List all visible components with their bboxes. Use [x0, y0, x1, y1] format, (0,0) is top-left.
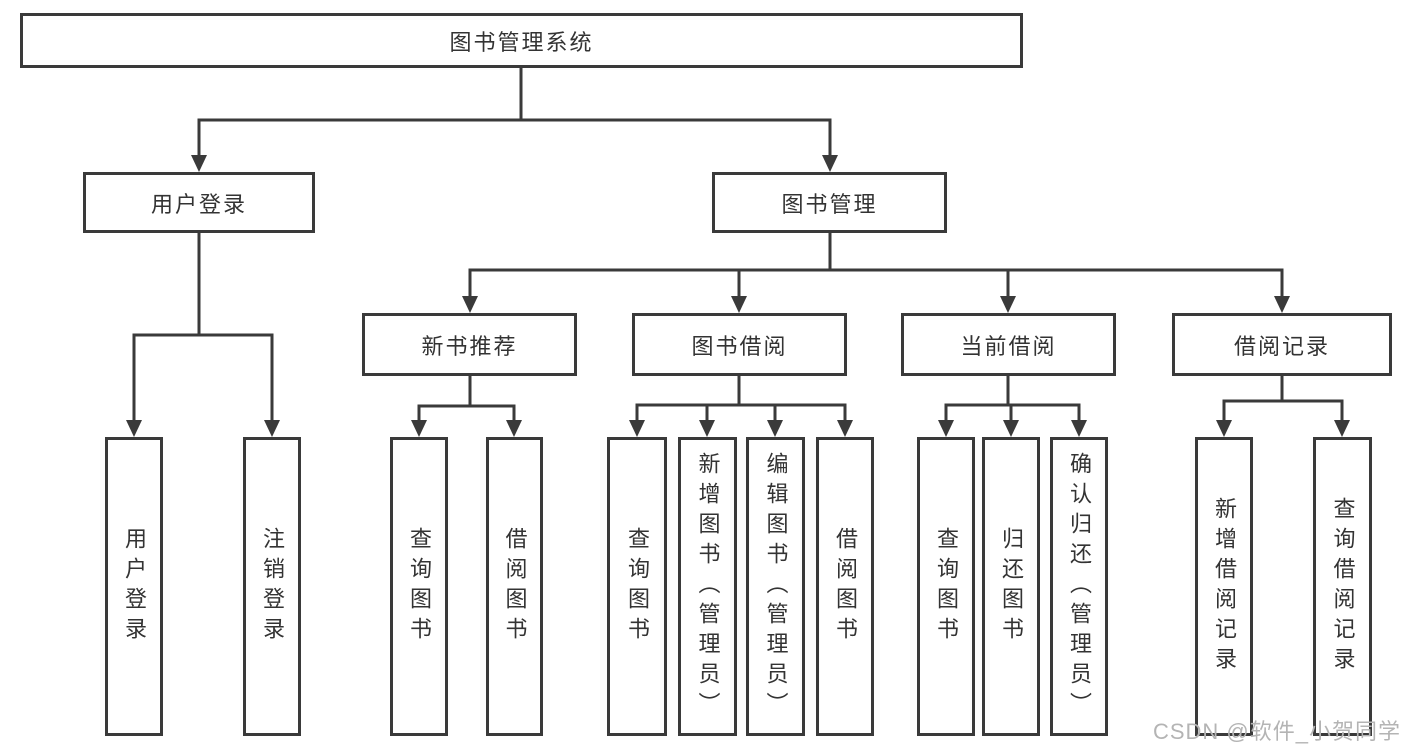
node-new-book-recommend: 新书推荐	[362, 313, 577, 376]
arrow-to-leaf-query-books-recommend	[411, 406, 427, 437]
leaf-return-books-label: 归还图书	[999, 526, 1024, 647]
leaf-query-books-borrow: 查询图书	[607, 437, 667, 736]
node-root-system-label: 图书管理系统	[449, 29, 594, 55]
leaf-confirm-return-admin: 确认归还（管理员）	[1050, 437, 1108, 736]
leaf-confirm-return-admin-label: 确认归还（管理员）	[1067, 451, 1092, 722]
arrow-to-leaf-add-books	[699, 405, 715, 437]
leaf-query-books-recommend: 查询图书	[390, 437, 448, 736]
leaf-user-login: 用户登录	[105, 437, 163, 736]
arrow-to-leaf-query-record	[1334, 401, 1350, 437]
node-current-borrow-label: 当前借阅	[960, 333, 1057, 359]
leaf-add-borrow-record: 新增借阅记录	[1195, 437, 1253, 736]
arrow-to-leaf-confirm-return	[1071, 405, 1087, 437]
arrow-to-leaf-query-books-borrow	[629, 405, 645, 437]
arrow-to-current-borrow	[1000, 270, 1016, 313]
leaf-query-books-current-label: 查询图书	[934, 526, 959, 647]
leaf-borrow-books-label: 借阅图书	[833, 526, 858, 647]
arrow-to-leaf-return-books	[1003, 405, 1019, 437]
node-borrow-records: 借阅记录	[1172, 313, 1392, 376]
leaf-return-books: 归还图书	[982, 437, 1040, 736]
node-book-borrow: 图书借阅	[632, 313, 847, 376]
arrow-to-leaf-query-books-current	[938, 405, 954, 437]
leaf-add-books-admin-label: 新增图书（管理员）	[695, 451, 721, 722]
leaf-logout: 注销登录	[243, 437, 301, 736]
leaf-edit-books-admin: 编辑图书（管理员）	[746, 437, 805, 736]
leaf-logout-label: 注销登录	[260, 526, 285, 647]
arrow-to-leaf-borrow-books	[837, 405, 853, 437]
node-book-management: 图书管理	[712, 172, 947, 233]
leaf-user-login-label: 用户登录	[122, 526, 147, 647]
arrow-to-leaf-borrow-books-recommend	[506, 406, 522, 437]
leaf-query-borrow-record: 查询借阅记录	[1313, 437, 1372, 736]
arrow-to-new-book-recommend	[462, 270, 478, 313]
node-current-borrow: 当前借阅	[901, 313, 1116, 376]
arrow-to-borrow-records	[1274, 270, 1290, 313]
node-user-login-label: 用户登录	[150, 191, 247, 217]
arrow-to-leaf-edit-books	[767, 405, 783, 437]
arrow-to-book-management	[822, 120, 838, 172]
node-root-system: 图书管理系统	[20, 13, 1023, 68]
leaf-add-borrow-record-label: 新增借阅记录	[1212, 496, 1237, 677]
arrow-to-book-borrow	[731, 270, 747, 313]
leaf-query-books-borrow-label: 查询图书	[625, 526, 650, 647]
node-user-login: 用户登录	[83, 172, 315, 233]
leaf-query-borrow-record-label: 查询借阅记录	[1330, 496, 1356, 677]
node-new-book-recommend-label: 新书推荐	[421, 333, 518, 359]
leaf-query-books-recommend-label: 查询图书	[407, 526, 432, 647]
leaf-edit-books-admin-label: 编辑图书（管理员）	[763, 451, 789, 722]
leaf-query-books-current: 查询图书	[917, 437, 975, 736]
arrow-to-leaf-logout	[264, 335, 280, 437]
node-borrow-records-label: 借阅记录	[1233, 333, 1330, 359]
node-book-borrow-label: 图书借阅	[691, 333, 788, 359]
leaf-borrow-books-recommend-label: 借阅图书	[502, 526, 528, 647]
arrow-to-leaf-user-login	[126, 335, 142, 437]
arrow-to-leaf-add-record	[1216, 401, 1232, 437]
leaf-borrow-books: 借阅图书	[816, 437, 874, 736]
leaf-add-books-admin: 新增图书（管理员）	[678, 437, 737, 736]
csdn-watermark: CSDN @软件_小贺同学	[1152, 719, 1401, 744]
node-book-management-label: 图书管理	[781, 191, 878, 217]
leaf-borrow-books-recommend: 借阅图书	[486, 437, 543, 736]
arrow-to-user-login	[191, 120, 207, 172]
